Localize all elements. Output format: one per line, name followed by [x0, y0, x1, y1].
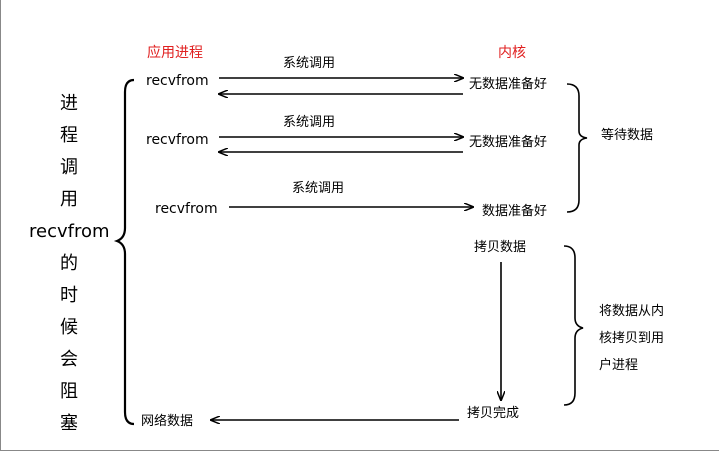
blocking-note-char: 时 [60, 285, 78, 306]
network-data-label: 网络数据 [141, 414, 194, 429]
kernel-header: 内核 [498, 45, 526, 61]
recvfrom-call-1: recvfrom [146, 73, 209, 89]
copy-brace [563, 245, 584, 406]
wait-data-label: 等待数据 [601, 128, 654, 143]
recvfrom-call-3: recvfrom [155, 201, 218, 217]
kernel-status-2: 无数据准备好 [469, 135, 548, 150]
blocking-note-char: 程 [60, 125, 78, 146]
blocking-note-word: recvfrom [29, 221, 110, 242]
blocking-note: 进 程 调 用 recvfrom 的 时 候 会 阻 塞 [29, 88, 110, 440]
copy-done-label: 拷贝完成 [467, 406, 520, 421]
blocking-note-char: 塞 [60, 413, 78, 434]
blocking-note-char: 阻 [60, 381, 78, 402]
syscall-label-2: 系统调用 [283, 115, 336, 130]
blocking-note-char: 的 [60, 253, 78, 274]
syscall-label-1: 系统调用 [283, 56, 336, 71]
recvfrom-call-2: recvfrom [146, 132, 209, 148]
wait-brace [566, 83, 588, 213]
copy-explain-line-2: 核拷贝到用 [599, 331, 665, 346]
copy-data-label: 拷贝数据 [474, 240, 527, 255]
copy-explain-line-3: 户进程 [599, 358, 639, 373]
left-brace [113, 78, 135, 426]
blocking-note-char: 候 [60, 317, 78, 338]
kernel-status-3: 数据准备好 [482, 204, 548, 219]
app-process-header: 应用进程 [147, 45, 203, 61]
kernel-status-1: 无数据准备好 [469, 77, 548, 92]
blocking-note-char: 用 [60, 189, 78, 210]
copy-explain-line-1: 将数据从内 [599, 304, 665, 319]
syscall-label-3: 系统调用 [292, 181, 345, 196]
blocking-note-char: 会 [60, 349, 78, 370]
blocking-note-char: 调 [60, 157, 78, 178]
blocking-note-char: 进 [60, 93, 78, 114]
